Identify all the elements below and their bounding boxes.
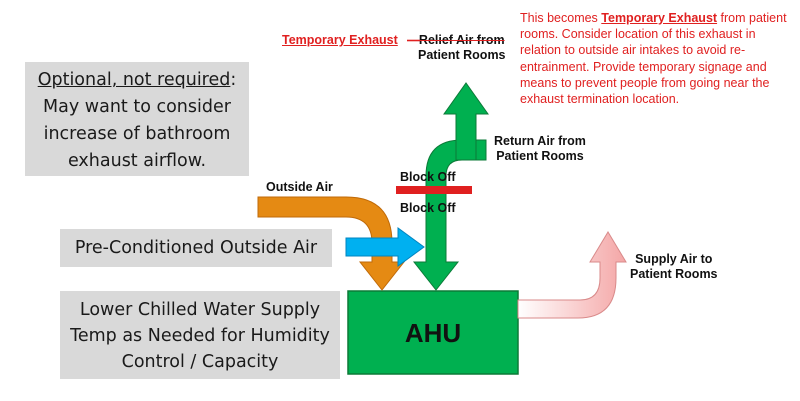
optional-note-box: Optional, not required: May want to cons… [25, 62, 249, 176]
return-air-line: Return Air from [494, 134, 586, 148]
note-body: from patient rooms. Consider location of… [520, 11, 787, 107]
outside-air-label: Outside Air [266, 180, 333, 194]
supply-air-label: Supply Air to Patient Rooms [630, 252, 718, 282]
relief-air-label: Relief Air from Patient Rooms [418, 33, 506, 63]
temporary-exhaust-label: Temporary Exhaust [282, 33, 398, 47]
return-air-line: Patient Rooms [496, 149, 584, 163]
chilled-water-note-box: Lower Chilled Water Supply Temp as Neede… [60, 291, 340, 379]
block-off-top-label: Block Off [400, 170, 456, 184]
ahu-unit [347, 290, 519, 375]
temporary-exhaust-note: This becomes Temporary Exhaust from pati… [520, 10, 790, 107]
return-air-label: Return Air from Patient Rooms [494, 134, 586, 164]
optional-note-line: May want to consider [43, 97, 231, 117]
outside-air-arrow [257, 196, 406, 291]
optional-note-title: Optional, not required [37, 70, 231, 90]
optional-note-colon: : [230, 70, 237, 90]
supply-air-arrow [517, 231, 627, 319]
relief-air-line: Patient Rooms [418, 48, 506, 62]
note-highlight: Temporary Exhaust [601, 11, 718, 25]
supply-air-line: Patient Rooms [630, 267, 718, 281]
return-air-arrow [412, 139, 487, 291]
ahu-label: AHU [404, 318, 462, 348]
block-off-bottom-label: Block Off [400, 201, 456, 215]
relief-air-line: Relief Air from [418, 33, 505, 47]
preconditioned-air-box: Pre-Conditioned Outside Air [60, 229, 332, 267]
note-prefix: This becomes [520, 11, 602, 25]
chilled-note-line: Temp as Needed for Humidity [70, 326, 330, 346]
relief-air-arrow [443, 82, 489, 161]
supply-air-line: Supply Air to [635, 252, 713, 266]
preconditioned-air-arrow [345, 227, 425, 267]
optional-note-line: exhaust airflow. [67, 151, 207, 171]
temporary-exhaust-dash [407, 39, 421, 42]
block-off-bar [396, 186, 472, 194]
optional-note-line: increase of bathroom [43, 124, 231, 144]
chilled-note-line: Control / Capacity [121, 352, 279, 372]
chilled-note-line: Lower Chilled Water Supply [79, 300, 321, 320]
